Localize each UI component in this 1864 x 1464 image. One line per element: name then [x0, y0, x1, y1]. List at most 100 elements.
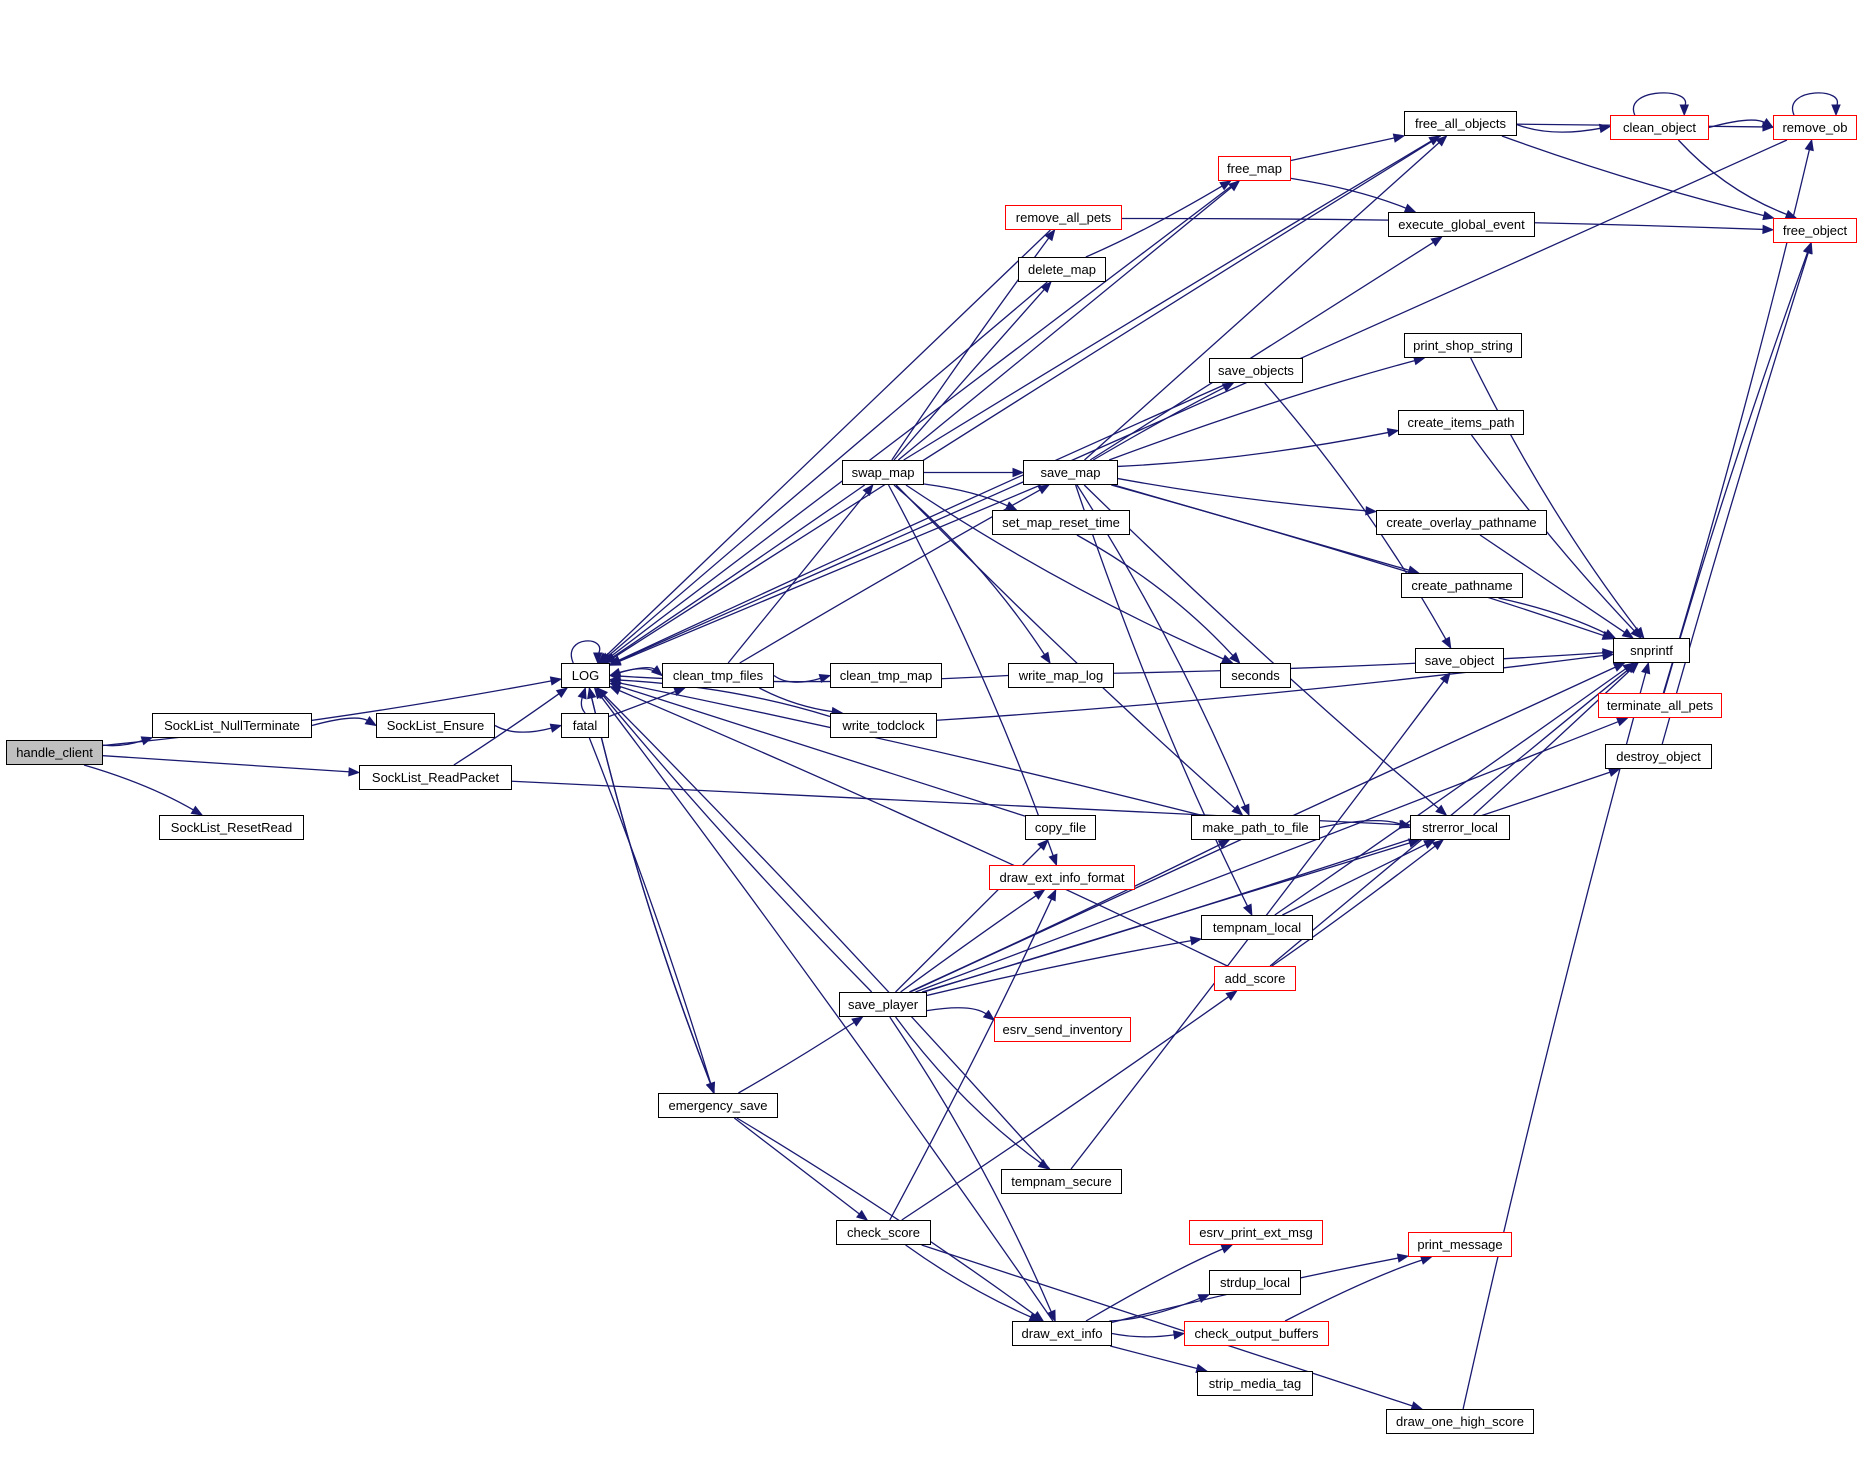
node-create-overlay-pathname[interactable]: create_overlay_pathname	[1376, 510, 1547, 535]
node-fatal[interactable]: fatal	[561, 713, 609, 738]
arrowhead-icon	[1419, 1255, 1433, 1265]
node-seconds[interactable]: seconds	[1220, 663, 1291, 688]
node-snprintf[interactable]: snprintf	[1613, 638, 1690, 663]
edge-swap_map-to-draw_ext_info_format	[887, 484, 1058, 867]
node-create-items-path[interactable]: create_items_path	[1398, 410, 1524, 435]
edge-line	[599, 694, 1054, 1322]
node-label: strerror_local	[1422, 820, 1498, 835]
node-terminate-all-pets[interactable]: terminate_all_pets	[1598, 693, 1722, 718]
node-log[interactable]: LOG	[561, 663, 610, 688]
node-label: strdup_local	[1219, 1275, 1291, 1290]
node-print-shop-string[interactable]: print_shop_string	[1404, 333, 1522, 358]
edge-swap_map-to-free_all_objects	[903, 135, 1441, 461]
node-clean-object[interactable]: clean_object	[1610, 115, 1709, 140]
edge-line	[926, 1007, 988, 1015]
node-delete-map[interactable]: delete_map	[1018, 257, 1106, 282]
arrowhead-icon	[1221, 654, 1234, 664]
node-label: fatal	[572, 718, 598, 733]
edge-save_player-to-terminate_all_pets	[915, 717, 1629, 993]
node-print-message[interactable]: print_message	[1408, 1232, 1512, 1257]
node-destroy-object[interactable]: destroy_object	[1605, 744, 1712, 769]
edge-line	[617, 382, 1229, 662]
edge-save_player-to-strerror_local	[923, 838, 1421, 993]
node-tempnam-local[interactable]: tempnam_local	[1201, 915, 1313, 940]
node-swap-map[interactable]: swap_map	[842, 460, 924, 485]
edge-clean_tmp_files-to-write_todclock	[759, 687, 844, 717]
node-clean-tmp-files[interactable]: clean_tmp_files	[662, 663, 774, 688]
node-label: tempnam_local	[1212, 920, 1302, 935]
node-esrv-send-inventory[interactable]: esrv_send_inventory	[994, 1017, 1131, 1042]
node-free-map[interactable]: free_map	[1218, 156, 1291, 181]
edge-line	[588, 737, 712, 1085]
arrowhead-icon	[1189, 936, 1203, 946]
node-label: clean_tmp_map	[839, 668, 933, 683]
node-create-pathname[interactable]: create_pathname	[1401, 573, 1523, 598]
node-esrv-print-ext-msg[interactable]: esrv_print_ext_msg	[1189, 1220, 1323, 1245]
node-strdup-local[interactable]: strdup_local	[1209, 1270, 1301, 1295]
node-check-output-buffers[interactable]: check_output_buffers	[1184, 1321, 1329, 1346]
arrowhead-icon	[608, 655, 622, 665]
arrowhead-icon	[1220, 1244, 1234, 1254]
edge-line	[570, 640, 601, 664]
node-label: seconds	[1231, 668, 1280, 683]
node-set-map-reset-time[interactable]: set_map_reset_time	[992, 510, 1130, 535]
node-draw-one-high-score[interactable]: draw_one_high_score	[1386, 1409, 1534, 1434]
node-clean-tmp-map[interactable]: clean_tmp_map	[830, 663, 942, 688]
node-save-map[interactable]: save_map	[1023, 460, 1118, 485]
edge-line	[1501, 135, 1766, 217]
node-save-player[interactable]: save_player	[839, 992, 927, 1017]
edge-check_score-to-draw_one_high_score	[921, 1244, 1424, 1411]
arrowhead-icon	[1641, 661, 1651, 675]
node-socklist-nullterminate[interactable]: SockList_NullTerminate	[152, 713, 312, 738]
arrowhead-icon	[855, 1209, 869, 1221]
edge-swap_map-to-make_path_to_file	[895, 484, 1244, 816]
node-save-objects[interactable]: save_objects	[1209, 358, 1303, 383]
node-draw-ext-info-format[interactable]: draw_ext_info_format	[989, 865, 1135, 890]
arrowhead-icon	[1242, 903, 1253, 917]
edge-swap_map-to-LOG	[602, 484, 866, 664]
node-emergency-save[interactable]: emergency_save	[658, 1093, 778, 1118]
node-draw-ext-info[interactable]: draw_ext_info	[1012, 1321, 1112, 1346]
node-socklist-ensure[interactable]: SockList_Ensure	[376, 713, 495, 738]
edge-write_map_log-to-snprintf	[1113, 648, 1615, 674]
edge-set_map_reset_time-to-seconds	[1076, 534, 1241, 664]
node-label: draw_ext_info_format	[999, 870, 1125, 885]
node-free-object[interactable]: free_object	[1773, 218, 1857, 243]
edge-line	[1663, 251, 1809, 694]
node-execute-global-event[interactable]: execute_global_event	[1388, 212, 1535, 237]
node-tempnam-secure[interactable]: tempnam_secure	[1001, 1169, 1122, 1194]
node-save-object[interactable]: save_object	[1415, 648, 1504, 673]
arrowhead-icon	[1431, 839, 1445, 851]
arrowhead-icon	[818, 673, 832, 684]
edge-line	[738, 1021, 856, 1094]
edge-add_score-to-snprintf	[1269, 662, 1638, 967]
node-label: save_object	[1424, 653, 1495, 668]
node-remove-all-pets[interactable]: remove_all_pets	[1005, 205, 1122, 230]
edge-line	[1108, 359, 1416, 461]
node-socklist-readpacket[interactable]: SockList_ReadPacket	[359, 765, 512, 790]
node-label: delete_map	[1028, 262, 1096, 277]
arrowhead-icon	[1240, 803, 1250, 817]
node-add-score[interactable]: add_score	[1214, 966, 1296, 991]
node-free-all-objects[interactable]: free_all_objects	[1404, 111, 1517, 136]
arrowhead-icon	[1831, 104, 1841, 117]
node-strip-media-tag[interactable]: strip_media_tag	[1197, 1371, 1313, 1396]
edge-remove_all_pets-to-LOG	[597, 229, 1051, 664]
node-copy-file[interactable]: copy_file	[1025, 815, 1096, 840]
edge-line	[1708, 119, 1766, 129]
node-socklist-resetread[interactable]: SockList_ResetRead	[159, 815, 304, 840]
node-strerror-local[interactable]: strerror_local	[1410, 815, 1510, 840]
node-label: save_player	[847, 997, 919, 1012]
node-write-map-log[interactable]: write_map_log	[1008, 663, 1114, 688]
edge-line	[494, 724, 553, 733]
arrowhead-icon	[549, 676, 563, 686]
node-label: execute_global_event	[1398, 217, 1525, 232]
edge-save_player-to-tempnam_local	[926, 936, 1203, 997]
edge-line	[889, 897, 1053, 1221]
node-check-score[interactable]: check_score	[836, 1220, 931, 1245]
edge-line	[1083, 484, 1440, 810]
edge-handle_client-to-SockList_ReadPacket	[102, 755, 361, 777]
node-remove-ob[interactable]: remove_ob	[1773, 115, 1857, 140]
node-write-todclock[interactable]: write_todclock	[830, 713, 937, 738]
node-make-path-to-file[interactable]: make_path_to_file	[1191, 815, 1320, 840]
